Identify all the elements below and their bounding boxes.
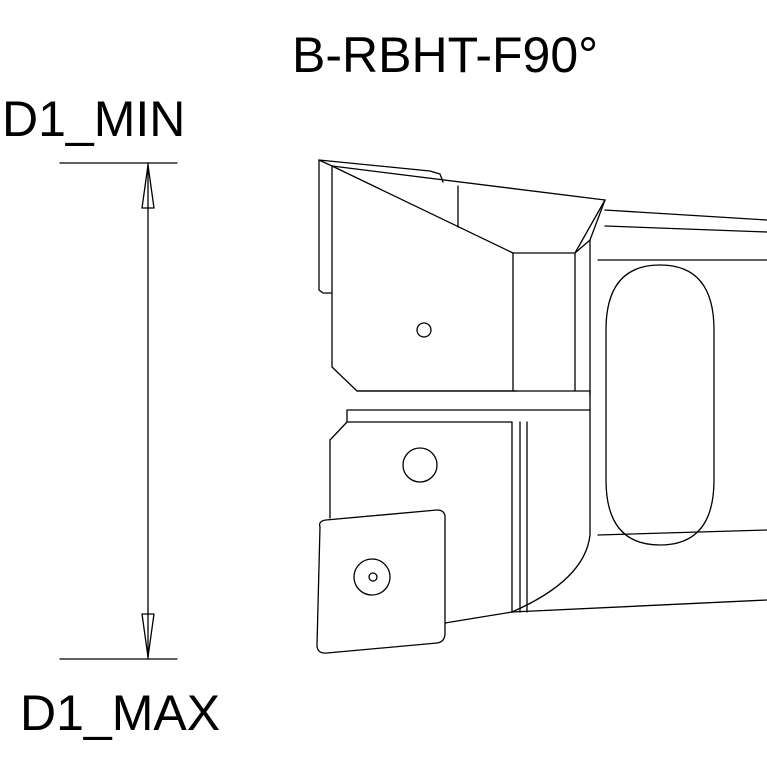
- coolant-slot: [606, 265, 714, 545]
- upper-insert-holder: [319, 160, 605, 391]
- d1-max-label: D1_MAX: [20, 685, 221, 741]
- arrow-down-icon: [142, 614, 154, 657]
- d1-min-label: D1_MIN: [2, 91, 186, 147]
- arrow-up-icon: [142, 165, 154, 208]
- insert-screw-inner-icon: [369, 573, 377, 581]
- dimension-d1: [60, 163, 177, 659]
- lower-insert-holder: [317, 410, 527, 653]
- screw-hole-icon: [417, 323, 431, 337]
- boring-bar-body: [512, 210, 767, 612]
- clamp-screw-icon: [403, 448, 437, 482]
- square-insert: [317, 510, 445, 653]
- drawing-title: B-RBHT-F90°: [292, 27, 599, 83]
- insert-screw-outer-icon: [354, 559, 390, 595]
- center-slot: [347, 391, 590, 410]
